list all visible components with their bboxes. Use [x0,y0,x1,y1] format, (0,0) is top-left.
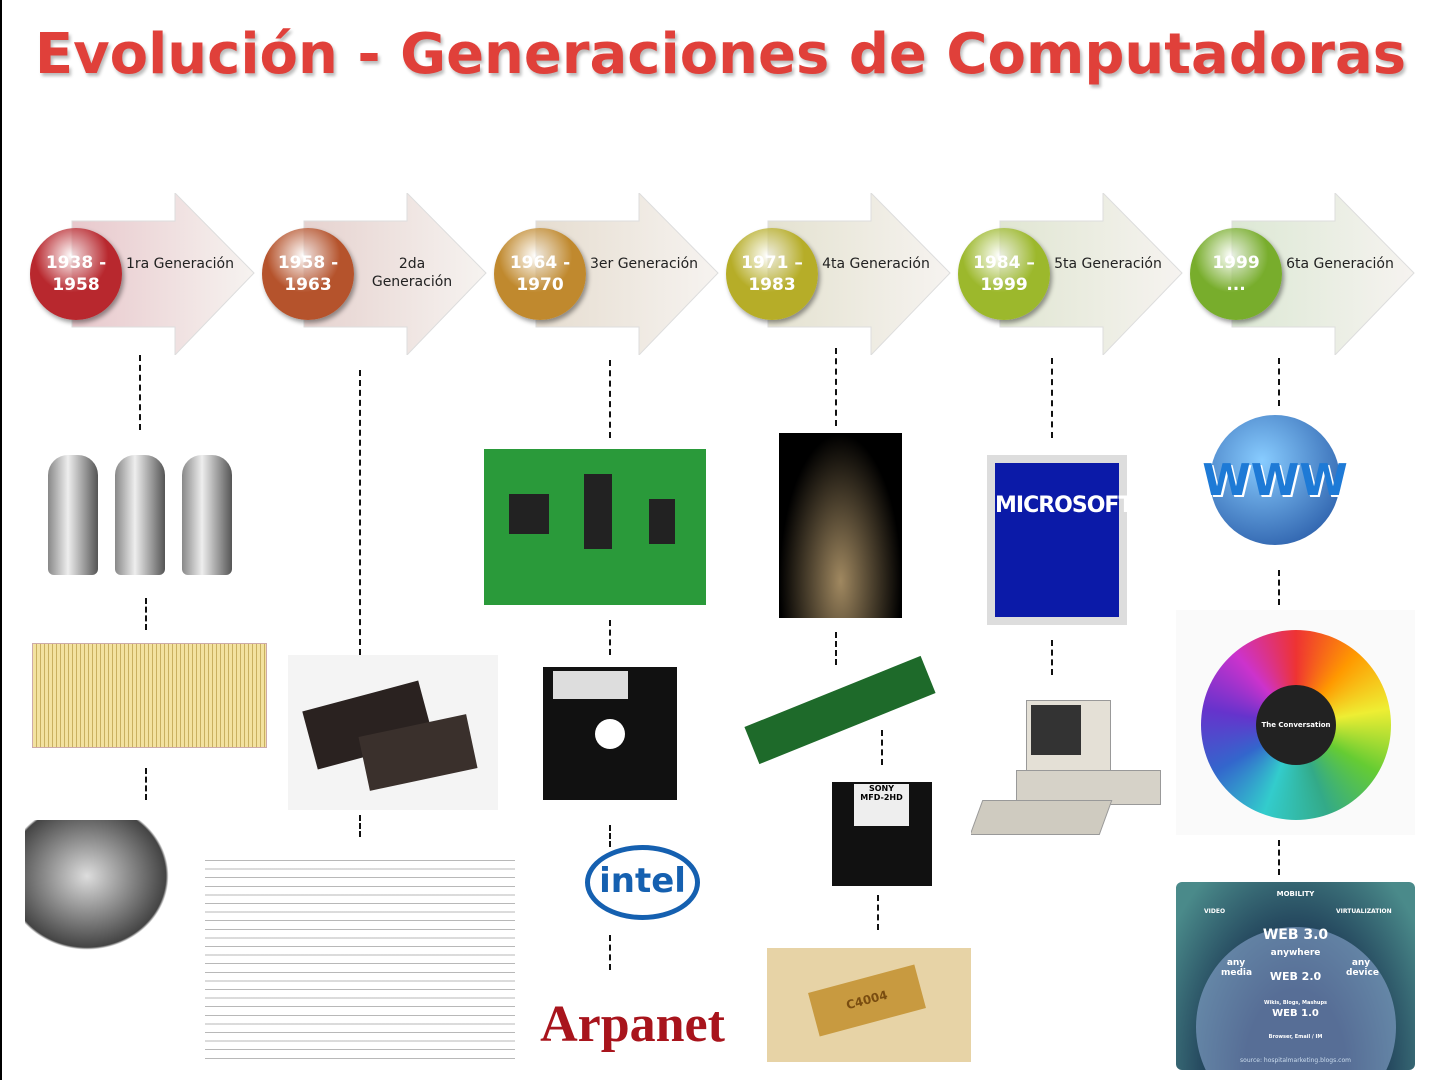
generation-5: 1984 – 1999 5ta Generación [958,193,1198,355]
generation-6: 1999 ... 6ta Generación [1190,193,1430,355]
floppy-disk-image [543,667,677,800]
connector [877,895,879,930]
slide-edge [0,0,2,1080]
arrow-shape [1231,193,1415,355]
microsoft-screen-image: MICROSOFT [987,455,1127,625]
connector [835,348,837,426]
vacuum-tubes-image [30,445,250,585]
years-text: 1971 – 1983 [741,253,803,295]
connector [1278,358,1280,406]
integrated-chip-image [288,655,498,810]
connector [1278,840,1280,875]
generation-3: 1964 - 1970 3er Generación [494,193,734,355]
anywhere-label: anywhere [1270,948,1321,958]
years-text: 1958 - 1963 [277,253,339,295]
web2-label: WEB 2.0 [1269,970,1322,983]
arrow-shape [767,193,951,355]
www-text: WWW [1202,455,1348,506]
years-badge: 1958 - 1963 [262,228,354,320]
connector [1051,640,1053,675]
any-media-label: any media [1221,958,1253,978]
connector [609,620,611,655]
fiber-optics-image [779,433,902,618]
connector [609,935,611,970]
www-globe-image: WWW [1200,410,1350,550]
sony-label: SONY [868,784,895,793]
conversation-prism-image: The Conversation [1176,610,1415,835]
years-text: 1984 – 1999 [973,253,1035,295]
generation-label: 3er Generación [589,256,699,272]
years-text: 1938 - 1958 [45,253,107,295]
connector [359,370,361,655]
web1-label: WEB 1.0 [1272,1008,1319,1019]
years-badge: 1999 ... [1190,228,1282,320]
generation-label: 1ra Generación [125,256,234,272]
connector [359,815,361,837]
ram-module-image [744,655,936,765]
arrow-shape [71,193,255,355]
punch-card-image [32,643,267,748]
generation-label: 2da Generación [371,256,453,290]
generation-4: 1971 – 1983 4ta Generación [726,193,966,355]
ibm-pc-image [971,695,1165,855]
source-label: source: hospitalmarketing.blogs.com [1240,1057,1351,1064]
arpanet-logo: Arpanet [540,996,725,1053]
generation-label: 5ta Generación [1054,256,1162,272]
arrow-shape [303,193,487,355]
early-machine-image [25,820,180,960]
floppy-label: MFD-2HD [860,793,903,802]
virtualization-label: VIRTUALIZATION [1336,908,1392,915]
generation-2: 1958 - 1963 2da Generación [262,193,502,355]
web3-label: WEB 3.0 [1262,927,1329,943]
connector [145,768,147,800]
years-text: 1964 - 1970 [509,253,571,295]
connector [609,825,611,847]
years-text: 1999 ... [1212,253,1260,295]
connector [1278,570,1280,605]
web2-sub-label: Wikis, Blogs, Mashups [1263,1000,1328,1006]
ascii-table-image [205,855,515,1062]
generation-1: 1938 - 1958 1ra Generación [30,193,270,355]
intel-logo: intel [585,845,700,920]
microprocessor-image: C4004 [767,948,971,1062]
chip-label: C4004 [808,964,926,1037]
generation-label: 4ta Generación [822,256,930,272]
connector [1051,358,1053,438]
years-badge: 1984 – 1999 [958,228,1050,320]
years-badge: 1971 – 1983 [726,228,818,320]
any-device-label: any device [1346,958,1379,978]
connector [139,355,141,430]
web-evolution-image: MOBILITY VIDEO VIRTUALIZATION WEB 3.0 an… [1176,882,1415,1070]
conversation-label: The Conversation [1256,685,1336,765]
years-badge: 1938 - 1958 [30,228,122,320]
video-label: VIDEO [1204,908,1226,915]
connector [609,360,611,438]
generation-label: 6ta Generación [1286,256,1394,272]
microsoft-logo: MICROSOFT [995,463,1127,617]
connector [145,598,147,630]
arrow-shape [535,193,719,355]
connector [881,730,883,765]
mobility-label: MOBILITY [1276,890,1315,898]
circuit-board-image [484,449,706,605]
page-title: Evolución - Generaciones de Computadoras [34,22,1407,87]
years-badge: 1964 - 1970 [494,228,586,320]
arrow-shape [999,193,1183,355]
connector [835,632,837,665]
web1-sub-label: Browser, Email / IM [1268,1034,1323,1040]
